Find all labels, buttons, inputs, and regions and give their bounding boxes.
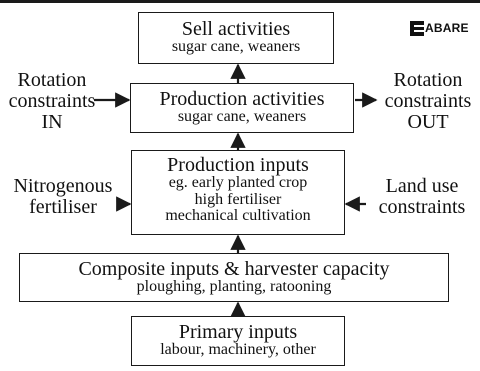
nitrogenous-line-1: Nitrogenous bbox=[13, 175, 113, 197]
land-use-constraints-label: Land use constraints bbox=[366, 176, 478, 218]
nitrogenous-line-2: fertiliser bbox=[29, 196, 97, 218]
composite-inputs-title: Composite inputs & harvester capacity bbox=[78, 258, 390, 280]
composite-inputs-box: Composite inputs & harvester capacity pl… bbox=[19, 253, 449, 302]
production-inputs-title: Production inputs bbox=[167, 154, 309, 176]
production-inputs-line-2: high fertiliser bbox=[194, 190, 282, 208]
production-inputs-box: Production inputs eg. early planted crop… bbox=[131, 150, 345, 235]
rotation-constraints-out-label: Rotation constraints OUT bbox=[378, 70, 478, 133]
rotation-in-line-2: constraints bbox=[8, 90, 96, 112]
composite-inputs-subtitle: ploughing, planting, ratooning bbox=[136, 278, 332, 296]
sell-activities-subtitle: sugar cane, weaners bbox=[171, 38, 301, 56]
rotation-in-line-3: IN bbox=[41, 111, 63, 133]
production-activities-title: Production activities bbox=[159, 88, 325, 110]
rotation-out-line-3: OUT bbox=[407, 111, 449, 133]
land-use-line-1: Land use bbox=[385, 175, 459, 197]
primary-inputs-subtitle: labour, machinery, other bbox=[160, 341, 316, 359]
nitrogenous-fertiliser-label: Nitrogenous fertiliser bbox=[4, 176, 122, 218]
land-use-line-2: constraints bbox=[378, 196, 466, 218]
rotation-constraints-in-label: Rotation constraints IN bbox=[3, 70, 101, 133]
rotation-in-line-1: Rotation bbox=[17, 69, 87, 91]
rotation-out-line-2: constraints bbox=[384, 90, 472, 112]
primary-inputs-title: Primary inputs bbox=[178, 321, 298, 343]
abare-logo: ABARE bbox=[410, 20, 474, 38]
abare-logo-icon bbox=[410, 21, 424, 36]
top-rule bbox=[0, 0, 480, 3]
production-inputs-line-3: mechanical cultivation bbox=[165, 207, 311, 225]
sell-activities-box: Sell activities sugar cane, weaners bbox=[138, 12, 334, 64]
production-activities-box: Production activities sugar cane, weaner… bbox=[130, 83, 354, 133]
primary-inputs-box: Primary inputs labour, machinery, other bbox=[131, 316, 345, 366]
sell-activities-title: Sell activities bbox=[181, 18, 291, 40]
rotation-out-line-1: Rotation bbox=[393, 69, 463, 91]
production-activities-subtitle: sugar cane, weaners bbox=[177, 108, 307, 126]
abare-logo-text: ABARE bbox=[425, 21, 469, 35]
production-inputs-line-1: eg. early planted crop bbox=[168, 174, 308, 192]
